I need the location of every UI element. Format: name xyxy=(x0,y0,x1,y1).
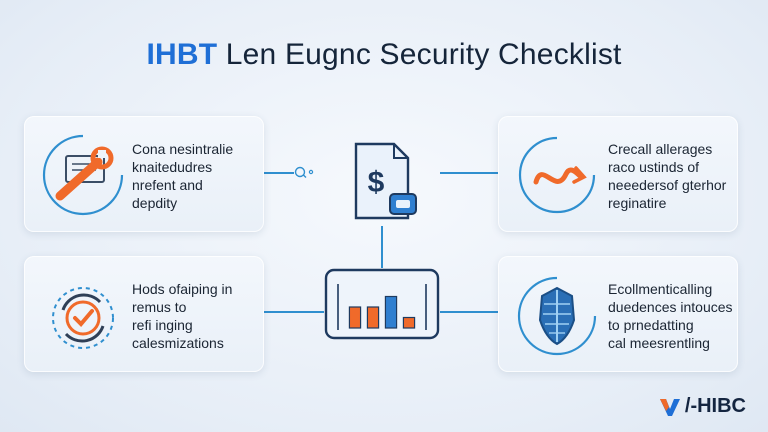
refresh-check-icon xyxy=(38,270,128,360)
title-accent: IHBT xyxy=(146,38,218,71)
card-top-left: Cona nesintralie knaitedudres nrefent an… xyxy=(24,116,264,232)
card-bottom-left: Hods ofaiping in remus to refi inging ca… xyxy=(24,256,264,372)
bar-chart xyxy=(324,268,440,340)
card-line: to prnedatting xyxy=(608,317,694,333)
card-bottom-right-text: Ecollmenticalling duedences intouces to … xyxy=(608,280,738,352)
brand-label: /-HIBC xyxy=(684,395,746,417)
card-line: reginatire xyxy=(608,195,667,211)
card-bottom-right: Ecollmenticalling duedences intouces to … xyxy=(498,256,738,372)
card-line: nrefent and xyxy=(132,177,203,193)
card-line: calesmizations xyxy=(132,335,224,351)
card-line: knaitedudres xyxy=(132,159,213,175)
card-line: cal meesrentling xyxy=(608,335,710,351)
brand-logo: /-HIBC xyxy=(659,395,746,418)
shield-icon xyxy=(512,270,602,360)
connector-bl xyxy=(264,311,324,313)
card-line: Hods ofaiping in xyxy=(132,281,233,297)
card-line: raco ustinds of xyxy=(608,159,700,175)
card-line: neeedersof gterhor xyxy=(608,177,727,193)
search-icon xyxy=(294,166,314,179)
card-line: Ecollmenticalling xyxy=(608,281,713,297)
title-text: Len Eugnc Security Checklist xyxy=(217,38,622,71)
brand-mark-icon xyxy=(659,398,680,416)
chart-bar-2 xyxy=(366,306,380,329)
card-top-right-text: Crecall allerages raco ustinds of neeede… xyxy=(608,140,738,212)
connector-center-vertical xyxy=(381,226,383,268)
card-bottom-left-text: Hods ofaiping in remus to refi inging ca… xyxy=(132,280,262,352)
card-line: duedences intouces xyxy=(608,299,733,315)
card-line: refi inging xyxy=(132,317,193,333)
card-line: remus to xyxy=(132,299,187,315)
document-symbol: $ xyxy=(368,166,385,199)
page-title: IHBT Len Eugnc Security Checklist xyxy=(0,38,768,72)
connector-tl xyxy=(264,172,294,174)
card-line: Cona nesintralie xyxy=(132,141,234,157)
card-top-left-text: Cona nesintralie knaitedudres nrefent an… xyxy=(132,140,262,212)
chart-bar-1 xyxy=(348,306,362,329)
dollar-document-icon: $ xyxy=(346,140,420,226)
card-top-right: Crecall allerages raco ustinds of neeede… xyxy=(498,116,738,232)
card-line: Crecall allerages xyxy=(608,141,713,157)
bar-chart-icon xyxy=(324,268,440,340)
connector-br xyxy=(440,311,498,313)
chart-bar-4 xyxy=(402,316,416,329)
connector-tr xyxy=(440,172,498,174)
card-line: depdity xyxy=(132,195,178,211)
wrench-icon xyxy=(38,130,128,220)
chart-bar-3 xyxy=(384,295,398,329)
arrow-curve-icon xyxy=(512,130,602,220)
